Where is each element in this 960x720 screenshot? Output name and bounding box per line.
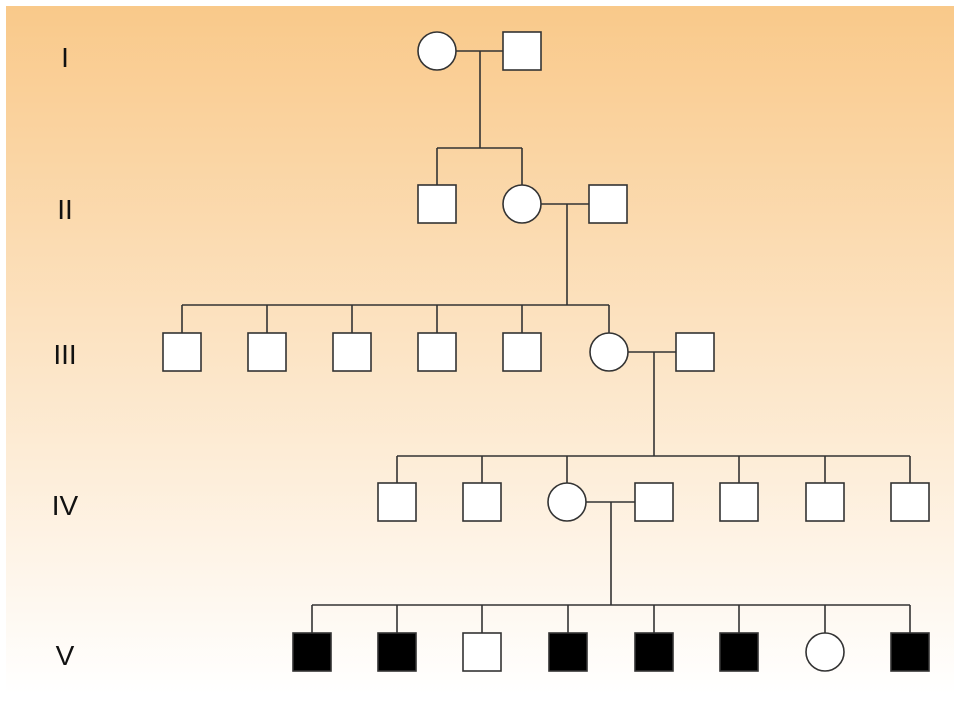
generation-label-II: II	[57, 194, 73, 225]
individual-IV-7-male	[890, 482, 930, 522]
individual-IV-2-male	[462, 482, 502, 522]
generation-label-V: V	[55, 640, 75, 671]
individual-IV-5-male	[719, 482, 759, 522]
individual-III-7-male	[675, 332, 715, 372]
individual-III-4-male	[417, 332, 457, 372]
generation-label-I: I	[61, 42, 69, 73]
individual-V-8-male-affected	[890, 632, 930, 672]
individual-V-7-female	[805, 632, 845, 672]
individual-III-3-male	[332, 332, 372, 372]
individual-V-5-male-affected	[634, 632, 674, 672]
individual-III-2-male	[247, 332, 287, 372]
individual-I-2-male	[502, 31, 542, 71]
individual-II-1-male	[417, 184, 457, 224]
individual-III-6-female	[589, 332, 629, 372]
individual-V-4-male-affected	[548, 632, 588, 672]
generation-label-IV: IV	[51, 490, 79, 521]
individual-IV-1-male	[377, 482, 417, 522]
individual-I-1-female	[417, 31, 457, 71]
individual-IV-3-female	[547, 482, 587, 522]
individual-V-2-male-affected	[377, 632, 417, 672]
individual-IV-6-male	[805, 482, 845, 522]
individual-II-2-female	[502, 184, 542, 224]
individual-IV-4-male	[634, 482, 674, 522]
individual-III-5-male	[502, 332, 542, 372]
generation-label-III: III	[53, 339, 77, 370]
individual-II-3-male	[588, 184, 628, 224]
individual-V-6-male-affected	[719, 632, 759, 672]
individual-III-1-male	[162, 332, 202, 372]
individual-V-1-male-affected	[292, 632, 332, 672]
individual-V-3-male	[462, 632, 502, 672]
